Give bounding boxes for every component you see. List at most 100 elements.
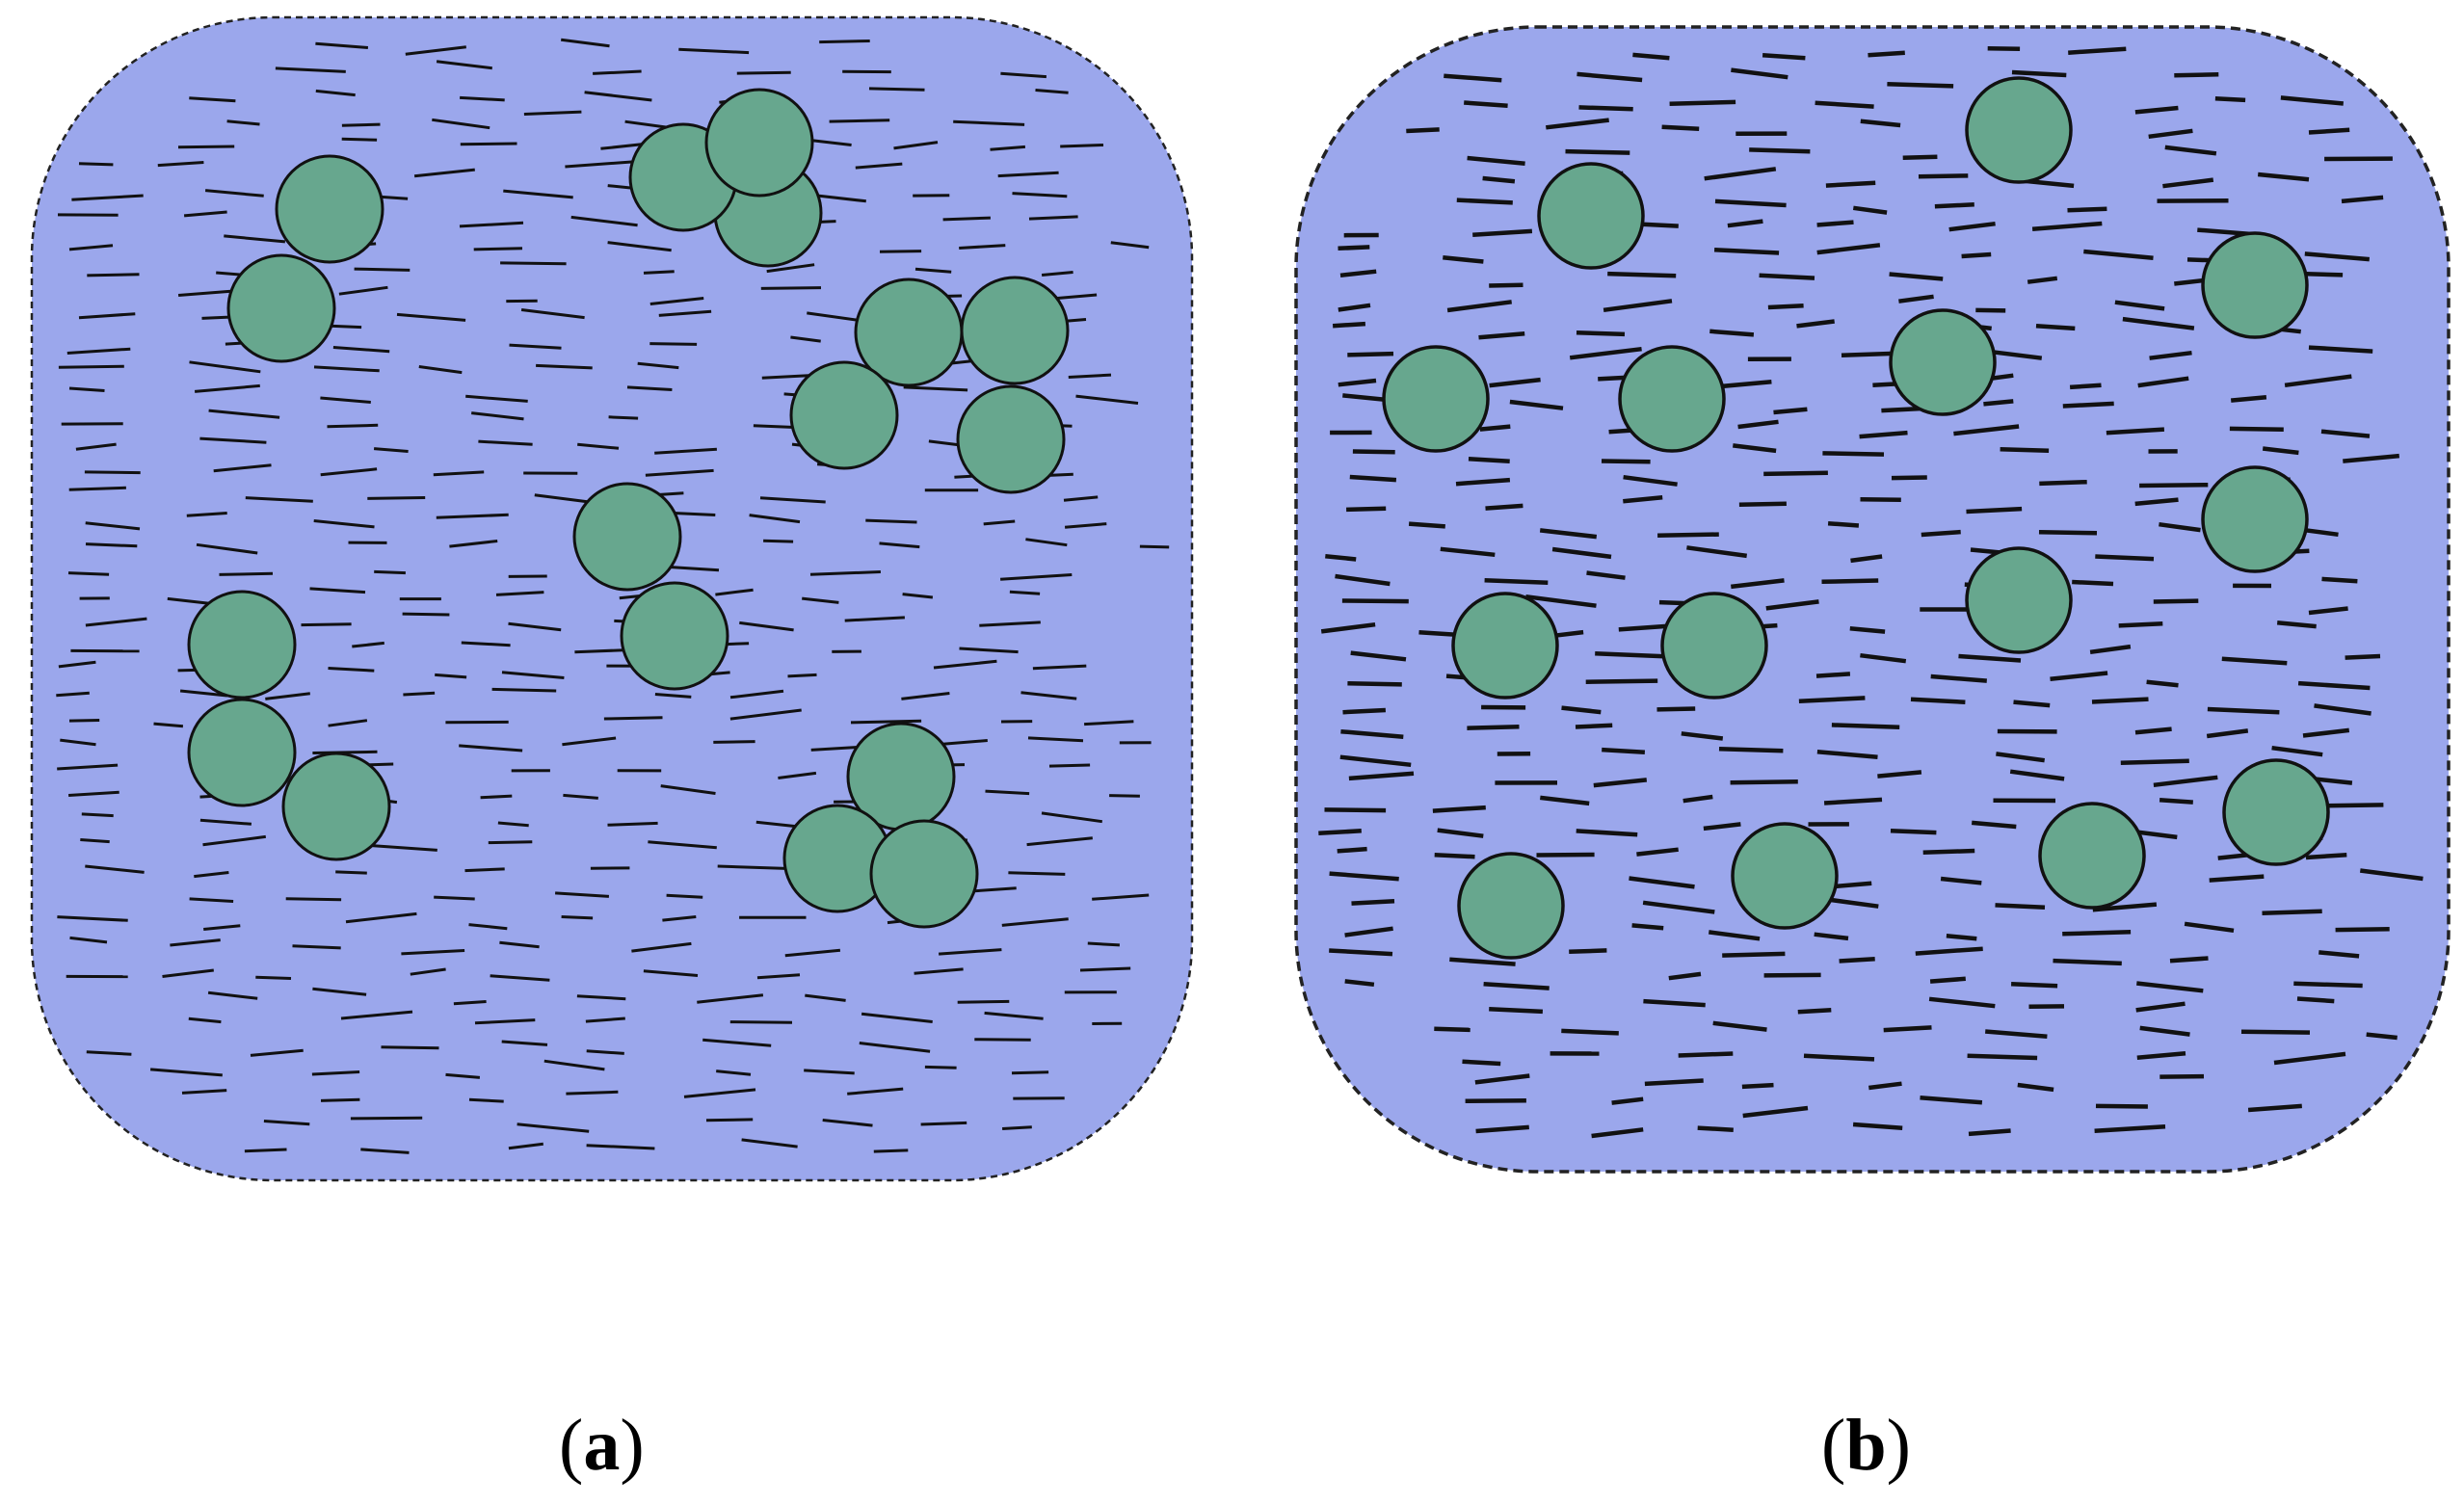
panel-a-filler-dash xyxy=(189,96,236,103)
panel-b-filler-dash xyxy=(1697,1125,1734,1132)
panel-a-particle xyxy=(187,698,297,807)
panel-a-filler-dash xyxy=(1026,836,1093,847)
panel-b-filler-dash xyxy=(1325,553,1357,562)
panel-b-particle xyxy=(1965,546,2073,654)
panel-b-filler-dash xyxy=(1465,1098,1526,1104)
panel-b-filler-dash xyxy=(1540,795,1590,806)
panel-a-filler-dash xyxy=(311,1070,360,1076)
panel-b-filler-dash xyxy=(1704,167,1777,181)
panel-b-filler-dash xyxy=(1889,272,1944,281)
panel-b-filler-dash xyxy=(2039,479,2087,487)
panel-b-filler-dash xyxy=(1731,67,1788,80)
panel-b-filler-dash xyxy=(1576,829,1638,837)
panel-b-filler-dash xyxy=(2162,177,2214,189)
panel-a-filler-dash xyxy=(468,923,508,931)
panel-a-filler-dash xyxy=(71,194,144,201)
panel-a-filler-dash xyxy=(807,311,863,323)
panel-a-filler-dash xyxy=(879,541,920,549)
panel-a-filler-dash xyxy=(759,496,826,504)
panel-a-filler-dash xyxy=(68,790,119,797)
panel-b-filler-dash xyxy=(2146,679,2179,688)
panel-a-filler-dash xyxy=(983,519,1016,526)
panel-b-filler-dash xyxy=(1351,898,1395,906)
panel-b-filler-dash xyxy=(1918,173,1969,179)
panel-a-filler-dash xyxy=(787,673,817,678)
panel-b-filler-dash xyxy=(1922,848,1975,856)
panel-a-filler-dash xyxy=(85,542,138,548)
panel-b-filler-dash xyxy=(1643,998,1706,1008)
panel-a-filler-dash xyxy=(959,647,1019,654)
panel-b-filler-dash xyxy=(2293,981,2363,989)
panel-b-filler-dash xyxy=(1985,1029,2048,1040)
panel-b-filler-dash xyxy=(1767,303,1804,310)
panel-b-filler-dash xyxy=(1644,1078,1704,1087)
panel-b-filler-dash xyxy=(1887,81,1954,89)
panel-a-filler-dash xyxy=(997,171,1059,178)
panel-a-filler-dash xyxy=(985,789,1030,796)
panel-a-filler-dash xyxy=(1020,691,1077,700)
panel-b-filler-dash xyxy=(1561,705,1602,715)
panel-a-filler-dash xyxy=(739,620,794,632)
panel-a-filler-dash xyxy=(1041,811,1103,824)
panel-a-filler-dash xyxy=(320,467,378,477)
panel-b-filler-dash xyxy=(1852,1122,1903,1130)
panel-b-filler-dash xyxy=(1578,105,1633,112)
panel-b-filler-dash xyxy=(1586,570,1626,580)
panel-a-filler-dash xyxy=(78,162,114,167)
panel-b-filler-dash xyxy=(2321,576,2358,584)
panel-a-filler-dash xyxy=(57,763,119,771)
panel-b-filler-dash xyxy=(2072,579,2114,587)
panel-b-filler-dash xyxy=(1765,599,1819,611)
panel-a-filler-dash xyxy=(534,493,591,504)
panel-b-filler-dash xyxy=(2139,482,2209,488)
panel-a-filler-dash xyxy=(478,439,533,446)
panel-a-filler-dash xyxy=(202,834,266,847)
panel-b-filler-dash xyxy=(1827,520,1860,528)
panel-b-filler-dash xyxy=(1561,1028,1619,1036)
panel-b-filler-dash xyxy=(1347,681,1402,687)
panel-b-filler-dash xyxy=(1709,930,1761,941)
panel-a-filler-dash xyxy=(805,993,846,1002)
panel-a-filler-dash xyxy=(1035,89,1069,94)
panel-a-filler-dash xyxy=(649,297,704,305)
panel-a-filler-dash xyxy=(86,1050,132,1056)
panel-b-filler-dash xyxy=(1850,554,1883,564)
panel-b-filler-dash xyxy=(1816,220,1854,227)
panel-b-filler-dash xyxy=(2011,982,2058,989)
panel-a-filler-dash xyxy=(434,895,475,901)
panel-a-particle xyxy=(226,253,336,363)
panel-b-filler-dash xyxy=(1661,124,1700,132)
panel-b-filler-dash xyxy=(2027,276,2058,284)
panel-a-filler-dash xyxy=(436,513,509,519)
panel-b-filler-dash xyxy=(1983,399,2014,407)
panel-b-filler-dash xyxy=(2136,981,2204,993)
panel-a-filler-dash xyxy=(1000,573,1073,581)
panel-a-filler-dash xyxy=(766,263,815,274)
panel-a-filler-dash xyxy=(85,864,145,874)
panel-a-filler-dash xyxy=(320,396,371,404)
panel-a-filler-dash xyxy=(970,886,1017,893)
panel-b-filler-dash xyxy=(1467,155,1525,166)
panel-a-filler-dash xyxy=(84,470,141,475)
panel-b-filler-dash xyxy=(1953,424,2020,436)
panel-b-filler-dash xyxy=(1920,1095,1983,1105)
panel-a-filler-dash xyxy=(87,273,140,277)
panel-a-filler-dash xyxy=(418,365,463,375)
panel-a-filler-dash xyxy=(1068,373,1112,379)
panel-b-filler-dash xyxy=(2095,1103,2148,1109)
panel-b-filler-dash xyxy=(2343,453,2400,463)
panel-a-filler-dash xyxy=(536,363,593,370)
panel-b-particle xyxy=(1889,308,1997,416)
panel-a-filler-dash xyxy=(1009,590,1041,595)
panel-a-filler-dash xyxy=(1092,893,1150,901)
panel-b-filler-dash xyxy=(1803,1053,1875,1062)
panel-b-filler-dash xyxy=(2153,598,2199,604)
panel-b-filler-dash xyxy=(1434,853,1475,859)
panel-b-filler-dash xyxy=(2360,868,2424,882)
panel-a-filler-dash xyxy=(332,346,390,354)
panel-a-filler-dash xyxy=(66,347,131,355)
panel-a-filler-dash xyxy=(865,518,917,524)
panel-a-filler-dash xyxy=(480,794,513,800)
matrix-box-b xyxy=(1294,25,2451,1174)
panel-b-filler-dash xyxy=(1595,651,1665,659)
